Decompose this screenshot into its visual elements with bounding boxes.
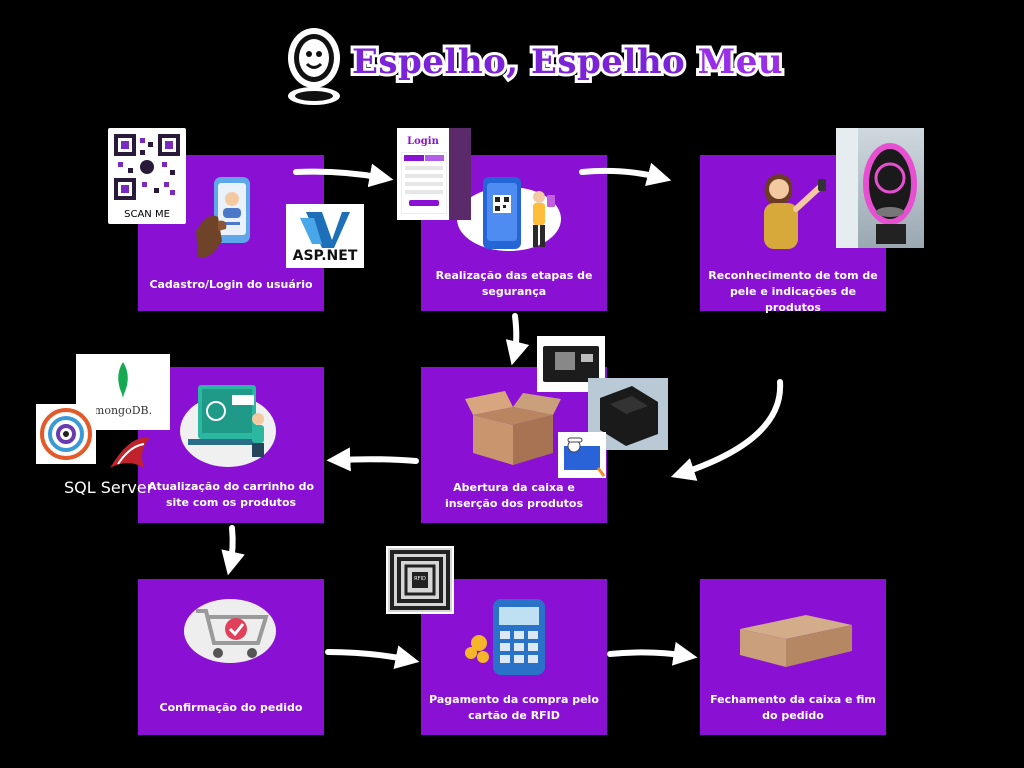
phone-hand-icon bbox=[188, 171, 260, 271]
title-part-2: Meu bbox=[695, 39, 786, 85]
card-terminal-icon bbox=[465, 597, 565, 681]
data-network-icon bbox=[40, 408, 92, 460]
arrow-2-to-5 bbox=[505, 313, 530, 366]
qr-label: SCAN ME bbox=[124, 209, 170, 220]
sqlserver-logo: SQL Server bbox=[64, 428, 164, 504]
sqlserver-icon bbox=[110, 437, 150, 468]
cart-check-icon bbox=[182, 595, 278, 673]
qr-code-icon bbox=[114, 134, 180, 200]
step-box-pagamento: Pagamento da compra pelo cartão de RFID bbox=[421, 579, 607, 735]
servo-motor bbox=[558, 432, 606, 478]
arrow-4-to-6 bbox=[221, 525, 245, 576]
open-box-icon bbox=[465, 385, 561, 473]
arrow-7-to-8 bbox=[607, 641, 698, 666]
mirror-icon bbox=[836, 128, 917, 248]
mongodb-label: mongoDB. bbox=[93, 404, 153, 417]
step-box-confirmacao: Confirmação do pedido bbox=[138, 579, 324, 735]
step-box-fechamento: Fechamento da caixa e fim do pedido bbox=[700, 579, 886, 735]
step-label: Realização das etapas de segurança bbox=[435, 269, 593, 298]
title-part-1: Espelho, Espelho bbox=[349, 39, 688, 85]
mirror-logo-icon bbox=[282, 24, 346, 108]
step-box-atualizacao: Atualização do carrinho do site com os p… bbox=[138, 367, 324, 523]
step-label: Confirmação do pedido bbox=[159, 701, 303, 714]
step-label: Reconhecimento de tom de pele e indicaçõ… bbox=[708, 269, 878, 314]
aspnet-label: ASP.NET bbox=[292, 248, 358, 264]
arrow-5-to-4 bbox=[326, 447, 419, 472]
rfid-icon bbox=[388, 548, 452, 612]
login-form-icon bbox=[400, 151, 448, 218]
mongodb-leaf-icon bbox=[118, 362, 128, 398]
sqlserver-label: SQL Server bbox=[64, 478, 154, 497]
servo-icon bbox=[564, 437, 606, 477]
thermal-printer-icon bbox=[600, 386, 658, 446]
mirror-photo bbox=[836, 128, 924, 248]
network-logo bbox=[36, 404, 96, 464]
login-screen: Login bbox=[397, 128, 471, 220]
login-title: Login bbox=[407, 136, 439, 147]
arrow-3-to-5 bbox=[670, 379, 784, 481]
closed-box-icon bbox=[738, 605, 854, 675]
arrow-6-to-7 bbox=[325, 645, 420, 669]
aspnet-logo: ASP.NET bbox=[286, 204, 364, 268]
security-phone-icon bbox=[457, 173, 577, 257]
woman-selfie-icon bbox=[748, 169, 838, 263]
page-title: Espelho, Espelho Meu bbox=[349, 39, 786, 85]
rfid-label: RFID bbox=[414, 576, 426, 582]
step-label: Fechamento da caixa e fim do pedido bbox=[710, 693, 876, 722]
printer-module bbox=[588, 378, 668, 450]
step-label: Cadastro/Login do usuário bbox=[149, 278, 313, 291]
step-label: Pagamento da compra pelo cartão de RFID bbox=[429, 693, 599, 722]
aspnet-icon bbox=[300, 212, 350, 248]
microcontroller-icon bbox=[543, 346, 599, 382]
laptop-dev-icon bbox=[178, 375, 278, 475]
step-label: Atualização do carrinho do site com os p… bbox=[147, 480, 315, 509]
rfid-tag: RFID bbox=[386, 546, 454, 614]
qr-code[interactable]: SCAN ME bbox=[108, 128, 186, 224]
title-banner: Espelho, Espelho Meu bbox=[282, 20, 786, 112]
step-label: Abertura da caixa e inserção dos produto… bbox=[444, 481, 584, 510]
